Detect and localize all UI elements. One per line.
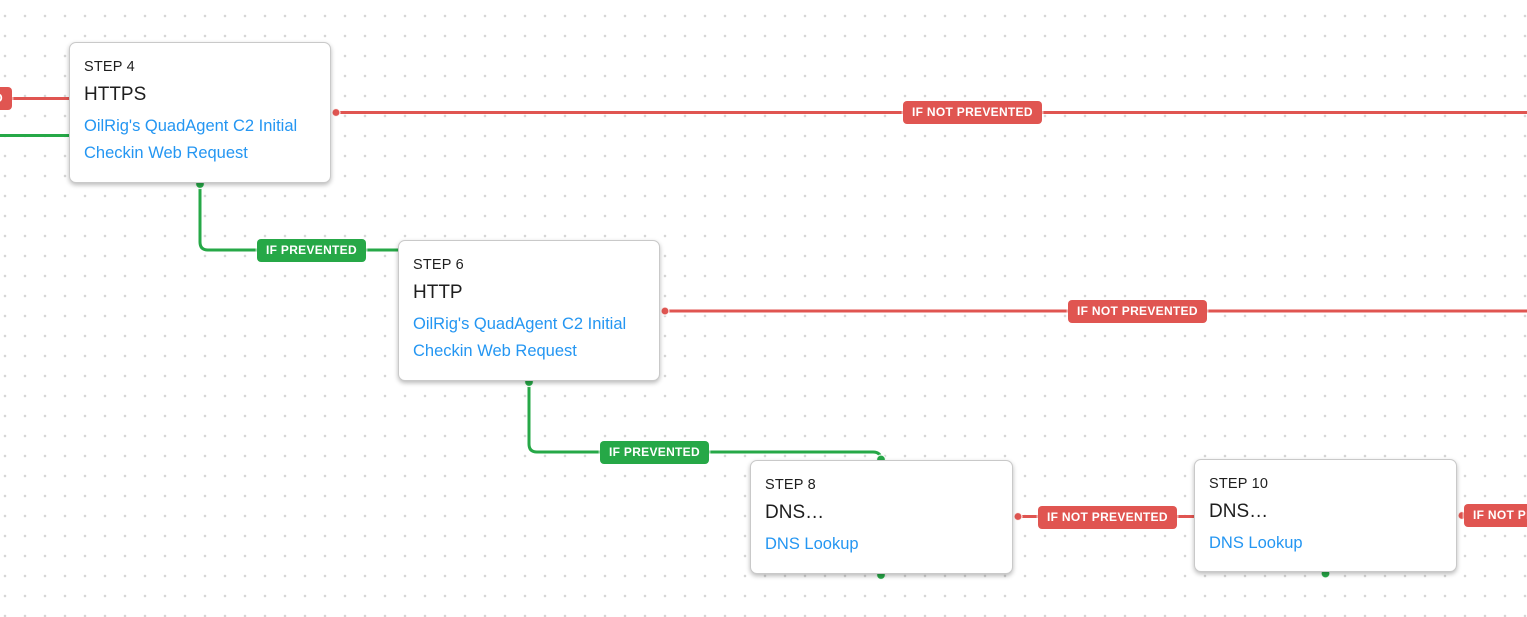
edge-step4-prevented[interactable] — [198, 183, 398, 252]
handle-step4-not-prevented[interactable] — [331, 107, 341, 118]
handle-step6-not-prevented[interactable] — [660, 306, 670, 316]
step-label: STEP 4 — [84, 59, 135, 75]
step-label: STEP 8 — [765, 477, 816, 493]
node-title: DNS… — [765, 502, 825, 523]
node-step-10[interactable]: STEP 10 DNS… DNS Lookup — [1194, 459, 1457, 572]
edge-label-prevented-step4-step6[interactable]: IF PREVENTED — [257, 239, 366, 262]
edge-label-not-prevented-step10[interactable]: IF NOT PREVENTED — [1464, 504, 1527, 527]
edge-label-not-prevented-incoming[interactable]: IF NOT PREVENTED — [0, 87, 12, 110]
edge-label-not-prevented-step8[interactable]: IF NOT PREVENTED — [1038, 506, 1177, 529]
node-step-8[interactable]: STEP 8 DNS… DNS Lookup — [750, 460, 1013, 574]
step-label: STEP 10 — [1209, 476, 1269, 492]
edge-label-prevented-step6-step8[interactable]: IF PREVENTED — [600, 441, 709, 464]
handle-step8-not-prevented[interactable] — [1013, 511, 1023, 522]
node-step-6[interactable]: STEP 6 HTTP OilRig's QuadAgent C2 Initia… — [398, 240, 660, 381]
node-step-4[interactable]: STEP 4 HTTPS OilRig's QuadAgent C2 Initi… — [69, 42, 331, 183]
edge-label-not-prevented-step4[interactable]: IF NOT PREVENTED — [903, 101, 1042, 124]
node-title: DNS… — [1209, 501, 1269, 522]
edge-label-not-prevented-step6[interactable]: IF NOT PREVENTED — [1068, 300, 1207, 323]
scenario-link[interactable]: OilRig's QuadAgent C2 Initial Checkin We… — [84, 117, 298, 163]
scenario-link[interactable]: DNS Lookup — [1209, 534, 1303, 552]
scenario-link[interactable]: DNS Lookup — [765, 535, 859, 553]
scenario-link[interactable]: OilRig's QuadAgent C2 Initial Checkin We… — [413, 315, 627, 361]
node-title: HTTPS — [84, 84, 147, 105]
node-title: HTTP — [413, 282, 463, 303]
step-label: STEP 6 — [413, 257, 464, 273]
